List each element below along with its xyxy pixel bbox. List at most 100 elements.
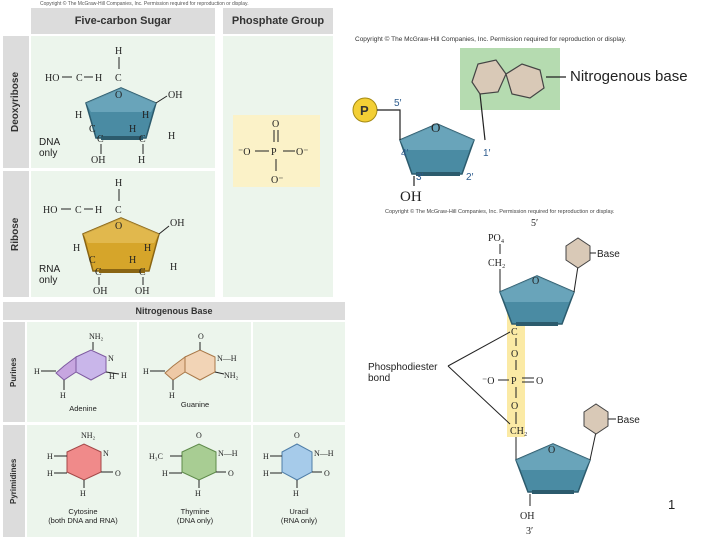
r-c3-oh: OH [93,286,107,297]
sugar-header: Five-carbon Sugar [31,8,215,34]
c1-h: H [142,110,149,121]
base-ring-six [505,63,545,99]
thymine-structure: O H₃C H N—H O H [149,431,238,498]
pyrimidines-label: Pyrimidines [3,425,25,537]
r-ring-oxygen: O [115,221,122,232]
phosphate-label: P [360,103,369,118]
r-c4-c: C [89,255,96,266]
bottom-oh: OH [520,511,534,522]
cytosine-note: (both DNA and RNA) [48,516,118,525]
page-number: 1 [668,497,676,512]
prime-3-label: 3′ [416,172,424,183]
c5-atom: C [76,73,83,84]
cytosine-nh2: NH₂ [81,431,96,440]
link-o-top: O [511,349,518,360]
c3-c: C [97,134,104,145]
uracil-structure: O H H N—H O H [263,431,334,498]
thymine-caption: Thymine (DNA only) [140,507,250,525]
cytosine-o: O [115,469,121,478]
uracil-note: (RNA only) [280,516,318,525]
r-c5-h: H [95,205,102,216]
top-ch2: CH₂ [488,258,505,269]
r-c5-h-top: H [115,178,122,189]
r-c2-oh: OH [135,286,149,297]
c3-oh: OH [91,155,105,166]
svg-text:H: H [121,371,127,380]
cytosine-name: Cytosine [68,507,98,516]
ring-oxygen: O [115,90,122,101]
c5-h-top: H [115,46,122,57]
cytosine-h1: H [47,452,53,461]
bottom-ch2: CH₂ [510,426,527,437]
r-c3-h: H [129,255,136,266]
uracil-h1: H [263,452,269,461]
uracil-name: Uracil [289,507,309,516]
thymine-h-bottom: H [195,489,201,498]
cytosine-h-bottom: H [80,489,86,498]
guanine-structure: O H N—H NH₂ H [143,332,239,400]
thymine-o-top: O [196,431,202,440]
link-o-double: O [536,376,543,387]
phosphate-o-bottom: O⁻ [271,175,284,186]
c2-c: C [139,134,146,145]
prime-1-label: 1′ [483,148,491,159]
r-c1-h: H [144,243,151,254]
guanine-nh: N—H [217,354,237,363]
pyrimidines-row [27,425,345,537]
phosphodiester-label: Phosphodiester bond [368,362,438,384]
uracil-h-bottom: H [293,489,299,498]
thymine-h: H [162,469,168,478]
adenine-h-left: H [34,367,40,376]
link-o-minus: ⁻O [482,376,495,387]
adenine-name: Adenine [69,404,97,413]
top-base-label: Base [597,249,620,260]
link-c: C [511,327,518,338]
phosphate-p: P [271,147,277,158]
r-c3-c: C [95,267,102,278]
link-o-bottom: O [511,401,518,412]
dinucleotide-diagram: 5′ PO₄ CH₂ O Base C O ⁻O P O O CH₂ O Bas… [447,218,640,537]
adenine-structure: NH₂ H N H H H [34,332,127,400]
sugar-panel: Five-carbon Sugar Phosphate Group Deoxyr… [3,8,334,298]
sugar-panel-copyright: Copyright © The McGraw-Hill Companies, I… [40,1,249,7]
top-base-hexagon [565,237,591,269]
cytosine-caption: Cytosine (both DNA and RNA) [29,507,137,525]
ribose-label: Ribose [3,171,29,297]
cytosine-structure: NH₂ H H N O H [47,431,121,498]
uracil-h2: H [263,469,269,478]
prime-5-label: 5′ [394,98,402,109]
bottom-3-prime: 3′ [526,526,533,537]
adenine-nh2: NH₂ [89,332,104,341]
phosphate-highlight [233,115,320,187]
phosphate-o-right: O⁻ [296,147,309,158]
phosphate-o-left: ⁻O [238,147,251,158]
nitrogenous-base-label: Nitrogenous base [570,68,688,85]
uracil-caption: Uracil (RNA only) [254,507,344,525]
guanine-nh2: NH₂ [224,371,239,380]
bottom-ring-o: O [548,445,555,456]
uracil-o: O [324,469,330,478]
thymine-o: O [228,469,234,478]
deoxyribose-structure: H HO C H C O H C H H C C OH H OH H [45,46,182,166]
r-c4-h: H [73,243,80,254]
c5-center: C [115,73,122,84]
c4-c: C [89,124,96,135]
nucleotide-ring-o: O [431,120,440,135]
prime-2-label: 2′ [466,172,474,183]
nucleotide-diagram: P 5′ O 4′ 1′ 3′ 2′ OH [352,48,566,204]
bottom-base-label: Base [617,415,640,426]
nucleotide-oh: OH [400,189,422,204]
cytosine-h2: H [47,469,53,478]
base-panel: Nitrogenous Base Purines Pyrimidines NH₂… [3,302,345,538]
r-c5-center: C [115,205,122,216]
c4-h: H [75,110,82,121]
base-header: Nitrogenous Base [3,302,345,320]
guanine-h-bottom: H [169,391,175,400]
bottom-base-hexagon [583,403,609,435]
adenine-n1: N [108,354,114,363]
top-po4: PO₄ [488,233,505,244]
adenine-h-bottom: H [60,391,66,400]
thymine-h3c: H₃C [149,452,163,461]
